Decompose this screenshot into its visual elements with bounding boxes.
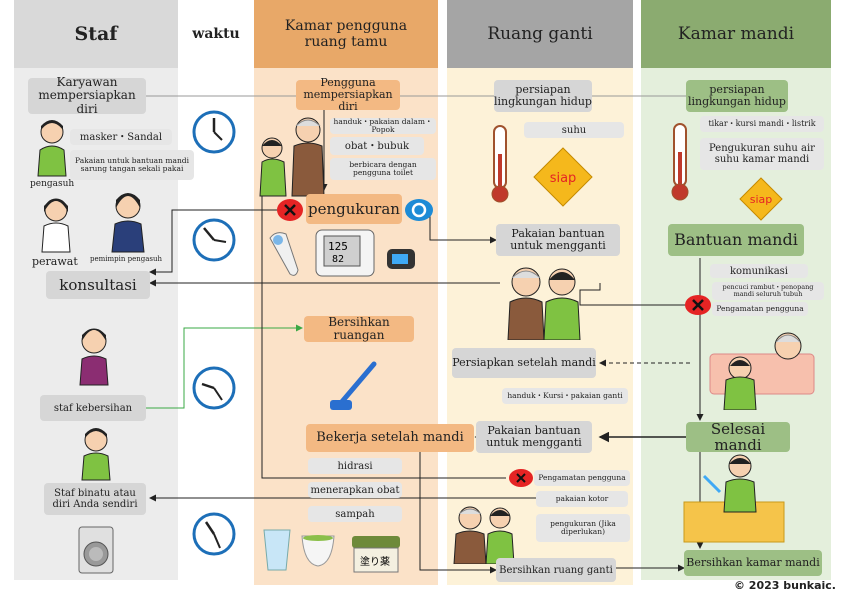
siap-sign-ganti: siap bbox=[533, 147, 593, 207]
header-kamar-tamu: Kamar pengguna ruang tamu bbox=[254, 0, 438, 68]
pakaian-bantuan-box: Pakaian untuk bantuan mandi sarung tanga… bbox=[70, 150, 194, 180]
persiapkan-box: Persiapkan setelah mandi bbox=[452, 348, 596, 378]
pengamatan-ganti-box: Pengamatan pengguna bbox=[534, 470, 630, 486]
bersihkan-ruangan-box: Bersihkan ruangan bbox=[304, 315, 414, 342]
konsultasi-box: konsultasi bbox=[46, 271, 150, 299]
clock-icon-3 bbox=[192, 366, 236, 410]
tea-cup-icon bbox=[301, 535, 335, 567]
vacuum-cleaner-icon bbox=[330, 361, 377, 410]
header-staf: Staf bbox=[14, 0, 178, 68]
pulse-oximeter-icon bbox=[387, 249, 415, 269]
bathtub-figure bbox=[709, 332, 815, 410]
thermometer-icon-mandi bbox=[671, 123, 689, 201]
kebersihan-box: staf kebersihan bbox=[40, 395, 146, 421]
tikar-box: tikar・kursi mandi・listrik bbox=[700, 116, 824, 132]
cross-icon-1 bbox=[277, 199, 303, 221]
siap-label-ganti: siap bbox=[550, 171, 577, 186]
siap-sign-mandi: siap bbox=[739, 177, 783, 221]
clock-icon-2 bbox=[192, 218, 236, 262]
binatu-box: Staf binatu atau diri Anda sendiri bbox=[44, 483, 146, 515]
pemimpin-label: pemimpin pengasuh bbox=[90, 255, 162, 263]
pemimpin-figure bbox=[111, 193, 145, 253]
bekerja-box: Bekerja setelah mandi bbox=[306, 424, 474, 452]
selesai-mandi-box: Selesai mandi bbox=[686, 420, 790, 453]
clock-icon-4 bbox=[192, 512, 236, 556]
suhu-box: suhu bbox=[524, 122, 624, 138]
bp-diastolic-text: 82 bbox=[332, 254, 344, 265]
header-ruang-ganti: Ruang ganti bbox=[447, 0, 633, 68]
persiapan-ganti-box: persiapan lingkungan hidup bbox=[494, 80, 592, 112]
pengguna-box: Pengguna mempersiapkan diri bbox=[296, 76, 400, 113]
header-waktu: waktu bbox=[192, 26, 240, 42]
pakaian-bantuan-2-box: Pakaian bantuan untuk mengganti bbox=[476, 421, 592, 453]
caregiver-elder-figure bbox=[259, 117, 325, 197]
bersihkan-ganti-box: Bersihkan ruang ganti bbox=[496, 558, 616, 582]
pencuci-box: pencuci rambut・penopang mandi seluruh tu… bbox=[712, 282, 824, 300]
pengasuh-figure bbox=[37, 120, 67, 177]
pengukuran-box: pengukuran bbox=[306, 194, 402, 224]
caregiver-elder-ganti-figure bbox=[507, 267, 581, 340]
bantuan-mandi-box: Bantuan mandi bbox=[668, 224, 804, 256]
handuk-tamu-box: handuk・pakaian dalam・Popok bbox=[330, 117, 436, 134]
bp-systolic-text: 125 bbox=[328, 240, 348, 253]
perawat-figure bbox=[41, 198, 71, 253]
menerapkan-box: menerapkan obat bbox=[308, 482, 402, 498]
cross-icon-3 bbox=[685, 295, 711, 315]
pengasuh-label: pengasuh bbox=[30, 179, 75, 189]
caregiver-elder-ganti-figure-2 bbox=[453, 506, 515, 564]
siap-label-mandi: siap bbox=[750, 193, 773, 206]
handuk-ganti-box: handuk・Kursi・pakaian ganti bbox=[502, 388, 628, 404]
pengukuran-ganti-box: pengukuran (Jika diperlukan) bbox=[536, 514, 630, 542]
masker-box: masker・Sandal bbox=[70, 129, 172, 145]
ointment-jar-icon: 塗り薬 bbox=[352, 536, 400, 573]
blood-pressure-monitor-icon: 125 82 bbox=[315, 229, 375, 277]
sampah-box: sampah bbox=[308, 506, 402, 522]
clock-icon-1 bbox=[192, 110, 236, 154]
copyright-text: © 2023 bunkaic. bbox=[733, 579, 836, 592]
pakaian-kotor-box: pakaian kotor bbox=[536, 491, 628, 507]
karyawan-box: Karyawan mempersiapkan diri bbox=[28, 76, 146, 115]
pengukuran-mandi-box: Pengukuran suhu air suhu kamar mandi bbox=[700, 138, 824, 170]
hidrasi-box: hidrasi bbox=[308, 458, 402, 474]
obat-box: obat・bubuk bbox=[330, 137, 424, 155]
pengamatan-mandi-box: Pengamatan pengguna bbox=[712, 302, 808, 316]
ointment-jar-label: 塗り薬 bbox=[360, 555, 390, 568]
header-kamar-mandi: Kamar mandi bbox=[641, 0, 831, 68]
cross-icon-2 bbox=[509, 469, 533, 487]
perawat-label: perawat bbox=[32, 255, 78, 268]
komunikasi-box: komunikasi bbox=[710, 264, 808, 278]
binatu-figure bbox=[81, 428, 111, 481]
cleaning-staff-figure bbox=[683, 454, 785, 543]
kebersihan-figure bbox=[79, 328, 109, 386]
berbicara-box: berbicara dengan pengguna toilet bbox=[330, 158, 436, 180]
thermometer-icon-ganti bbox=[491, 125, 509, 203]
circle-ok-icon bbox=[405, 199, 433, 221]
thermometer-device-icon bbox=[269, 232, 299, 276]
washing-machine-icon bbox=[78, 526, 114, 574]
persiapan-mandi-box: persiapan lingkungan hidup bbox=[686, 80, 788, 112]
pakaian-bantuan-1-box: Pakaian bantuan untuk mengganti bbox=[496, 224, 620, 256]
bersihkan-mandi-box: Bersihkan kamar mandi bbox=[684, 550, 822, 576]
water-glass-icon bbox=[263, 529, 291, 571]
